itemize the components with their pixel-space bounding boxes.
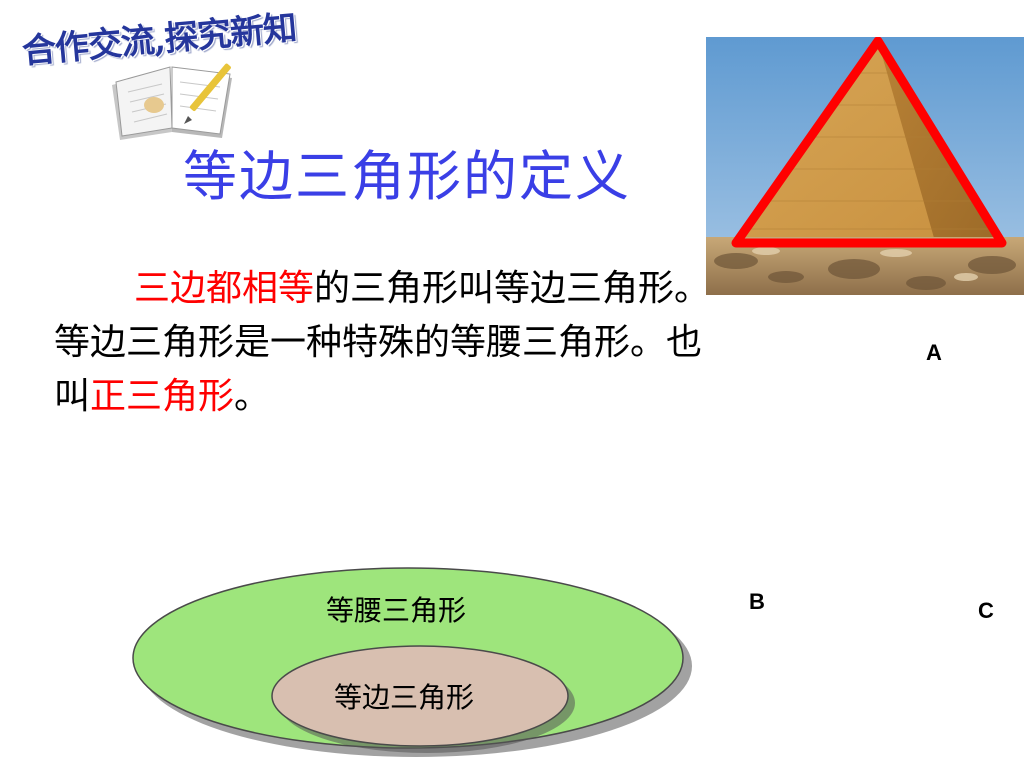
inner-ellipse-equilateral [271, 645, 569, 747]
vertex-label-b: B [749, 589, 765, 614]
logo: 合作交流,探究新知 [21, 8, 362, 140]
definition-highlight-equal-sides: 三边都相等 [134, 268, 315, 309]
red-triangle-outline [731, 37, 1007, 248]
definition-text: 三边都相等的三角形叫等边三角形。等边三角形是一种特殊的等腰三角形。也叫正三角形。 [54, 262, 734, 424]
venn-inner-label: 等边三角形 [334, 681, 475, 714]
venn-outer-label: 等腰三角形 [326, 594, 467, 627]
pyramid-photo [706, 37, 1024, 295]
venn-diagram [132, 567, 692, 757]
page-title: 等边三角形的定义 [183, 145, 631, 208]
definition-highlight-regular-triangle: 正三角形 [90, 376, 235, 417]
definition-body: 的三角形叫等边三角形。等边三角形是一种特殊的等腰三角形。也叫 [54, 268, 711, 417]
vertex-label-a: A [926, 340, 942, 365]
vertex-label-c: C [978, 598, 994, 623]
open-book-icon [112, 63, 232, 140]
definition-end: 。 [234, 376, 271, 417]
